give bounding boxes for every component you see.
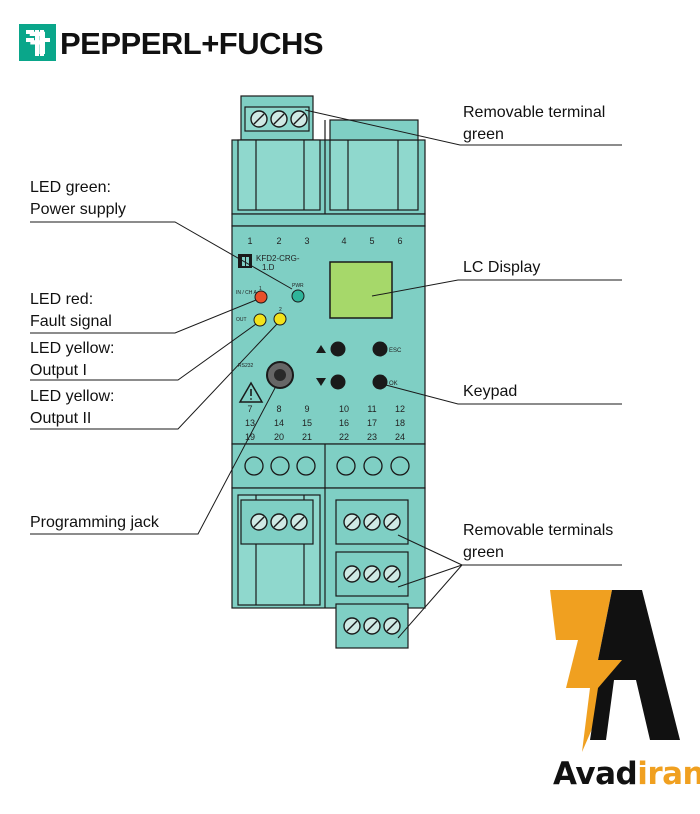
pepperl-fuchs-logo-icon: ꟻ (19, 24, 56, 62)
led-yellow-output-1 (253, 313, 267, 327)
callout-lc-display: LC Display (463, 257, 540, 279)
avadiran-logo-icon (550, 590, 680, 752)
callout-line: Output II (30, 410, 92, 427)
keypad: ESC OK (316, 341, 402, 390)
terminal-number: 4 (341, 236, 346, 246)
terminal-number: 23 (367, 432, 377, 442)
terminal-number: 7 (247, 404, 252, 414)
callout-line: Keypad (463, 383, 518, 400)
led-red-fault (254, 290, 268, 304)
leader-lines (30, 109, 622, 639)
terminal-number: 20 (274, 432, 284, 442)
led-label-in-ch: IN / CH A (236, 290, 258, 296)
terminal-number: 10 (339, 404, 349, 414)
top-terminal-screws (250, 110, 308, 128)
device-model-line1: KFD2-CRG- (256, 254, 300, 263)
callout-led-yellow-2: LED yellow: Output II (30, 386, 114, 430)
terminal-number: 6 (397, 236, 402, 246)
terminal-number: 3 (304, 236, 309, 246)
callout-keypad: Keypad (463, 381, 517, 403)
callout-line: LC Display (463, 259, 541, 276)
terminal-number: 24 (395, 432, 405, 442)
terminal-number: 9 (304, 404, 309, 414)
warning-icon (238, 381, 264, 403)
avadiran-part1: Avad (553, 756, 638, 792)
callout-line: Fault signal (30, 313, 112, 330)
led-label-1: 1 (259, 286, 262, 292)
device-model-line2: 1.D (262, 263, 275, 272)
arrow-down-icon (316, 378, 326, 386)
device-logo-icon (238, 254, 252, 268)
terminal-number: 18 (395, 418, 405, 428)
key-esc-label: ESC (389, 348, 402, 354)
callout-line: green (463, 126, 504, 143)
terminal-number: 5 (369, 236, 374, 246)
callout-line: LED yellow: (30, 340, 115, 357)
callout-line: LED green: (30, 179, 111, 196)
avadiran-part2: iran (637, 756, 700, 792)
led-green-power (291, 289, 305, 303)
terminal-number: 17 (367, 418, 377, 428)
key-ok-button[interactable] (372, 374, 388, 390)
led-yellow-output-2 (273, 312, 287, 326)
lc-display (329, 261, 393, 319)
terminal-number: 1 (247, 236, 252, 246)
device-housing (231, 95, 426, 649)
brand-name: PEPPERL+FUCHS (60, 26, 324, 61)
callout-removable-terminal: Removable terminal green (463, 102, 605, 146)
terminal-number: 8 (276, 404, 281, 414)
lower-left-terminal-screws (250, 513, 308, 531)
terminal-number: 12 (395, 404, 405, 414)
terminal-strip-holes (244, 456, 410, 476)
led-label-pwr: PWR (292, 283, 304, 289)
terminal-number: 14 (274, 418, 284, 428)
callout-line: LED red: (30, 291, 94, 308)
terminal-number: 11 (367, 404, 376, 414)
arrow-up-icon (316, 345, 326, 353)
terminal-number: 19 (245, 432, 255, 442)
terminal-number: 21 (302, 432, 312, 442)
callout-led-red: LED red: Fault signal (30, 289, 112, 333)
key-ok-label: OK (389, 381, 398, 387)
terminal-number: 13 (245, 418, 255, 428)
callout-line: LED yellow: (30, 388, 115, 405)
callout-line: Output I (30, 362, 87, 379)
led-label-2: 2 (279, 307, 282, 313)
key-down-button[interactable] (330, 374, 346, 390)
programming-jack-socket (274, 369, 286, 381)
callout-line: Removable terminal (463, 104, 606, 121)
jack-label: RS232 (238, 363, 254, 369)
callout-programming-jack: Programming jack (30, 512, 159, 534)
callout-line: green (463, 544, 504, 561)
callout-led-green: LED green: Power supply (30, 177, 126, 221)
callout-led-yellow-1: LED yellow: Output I (30, 338, 114, 382)
terminal-number: 16 (339, 418, 349, 428)
callout-line: Removable terminals (463, 522, 614, 539)
key-up-button[interactable] (330, 341, 346, 357)
avadiran-watermark: Avadiran (553, 756, 700, 792)
terminal-numbers: 1 2 3 4 5 6 7 8 9 10 11 12 13 14 15 16 1… (245, 236, 405, 442)
key-esc-button[interactable] (372, 341, 388, 357)
terminal-number: 2 (276, 236, 281, 246)
right-terminal-screws (343, 513, 401, 635)
led-label-out: OUT (236, 317, 247, 323)
callout-line: Programming jack (30, 514, 159, 531)
callout-line: Power supply (30, 201, 127, 218)
callout-removable-terminals: Removable terminals green (463, 520, 613, 564)
terminal-number: 15 (302, 418, 312, 428)
terminal-number: 22 (339, 432, 349, 442)
